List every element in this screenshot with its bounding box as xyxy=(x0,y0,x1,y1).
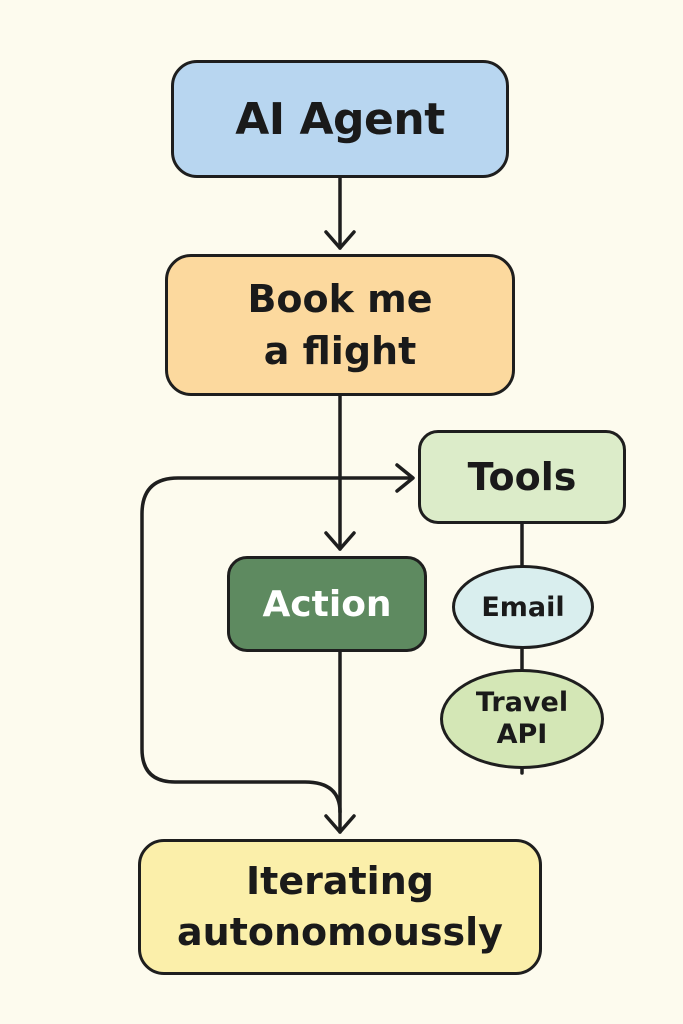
node-action: Action xyxy=(227,556,427,652)
node-ai-agent: AI Agent xyxy=(171,60,509,178)
arrowhead-agent-to-book xyxy=(324,230,356,250)
node-book-flight-line1: Book me xyxy=(247,276,433,321)
node-travel-api-line2: API xyxy=(496,719,548,750)
node-tools-label: Tools xyxy=(467,455,577,499)
node-iterating-line1: Iterating xyxy=(246,858,434,903)
node-ai-agent-label: AI Agent xyxy=(235,93,445,145)
node-travel-api-line1: Travel xyxy=(475,686,569,718)
node-travel-api: Travel API xyxy=(440,669,604,769)
node-book-flight-line2: a flight xyxy=(263,329,417,373)
loop-line-to-tools xyxy=(140,476,413,814)
node-iterating: Iterating autonomoussly xyxy=(138,839,542,975)
node-iterating-line2: autonomoussly xyxy=(177,910,503,954)
node-action-label: Action xyxy=(262,583,392,625)
node-tools: Tools xyxy=(418,430,626,524)
arrowhead-action-to-iterating xyxy=(324,814,356,834)
arrowhead-loop-to-tools xyxy=(395,463,415,493)
arrowhead-book-to-action xyxy=(324,531,356,551)
node-email-label: Email xyxy=(481,591,565,623)
node-email: Email xyxy=(452,565,594,649)
node-book-flight: Book me a flight xyxy=(165,254,515,396)
